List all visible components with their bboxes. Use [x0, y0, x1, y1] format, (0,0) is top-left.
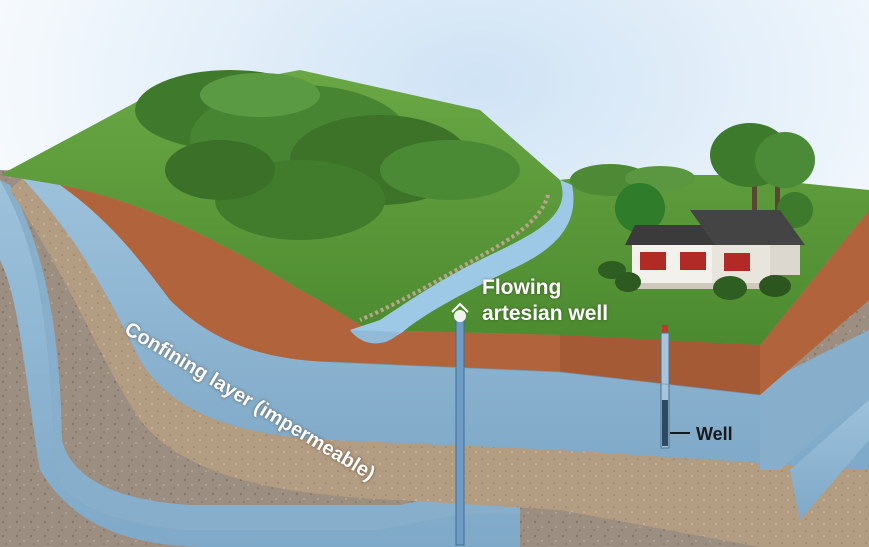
stream: [350, 180, 574, 340]
house-well-pipe: [660, 325, 690, 449]
forest: [135, 70, 520, 240]
soil-front: [560, 335, 760, 395]
confining-layer: [10, 178, 869, 547]
house-trees: [570, 123, 815, 233]
stream-pool: [350, 330, 400, 344]
shrubs: [598, 261, 791, 300]
main-aquifer: [22, 178, 869, 470]
water-table-line: [329, 361, 761, 396]
house: [625, 210, 805, 289]
well-label: Well: [696, 424, 733, 444]
aquifer-side-lower: [790, 400, 869, 520]
aquifer-side: [760, 330, 869, 470]
flowing-well-label-line1: Flowing: [482, 276, 562, 299]
stream-bank-rocks: [359, 194, 550, 322]
flowing-well-pipe: [451, 302, 469, 546]
flowing-well-label-line2: artesian well: [482, 302, 609, 325]
